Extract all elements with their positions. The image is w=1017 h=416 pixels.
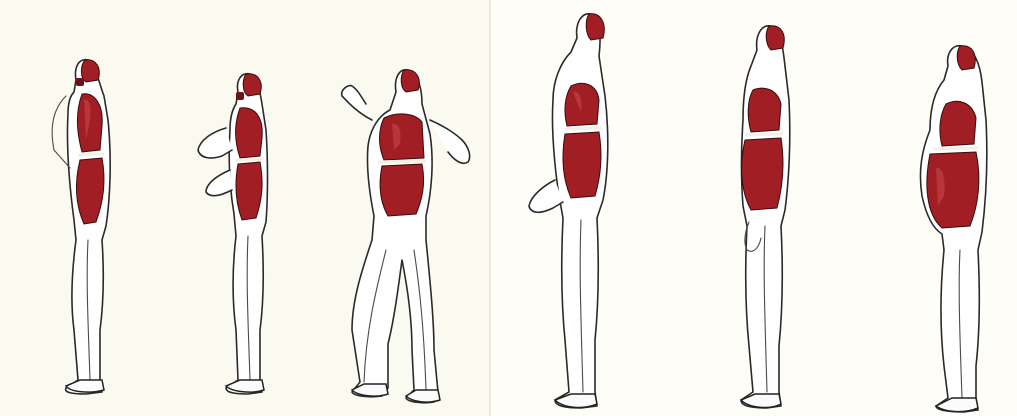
figure-3-hands-raised — [322, 0, 482, 416]
figure-5-upright — [715, 0, 825, 416]
figure-4-tall-stance — [525, 0, 635, 416]
figure-6-belly-out — [912, 0, 1017, 416]
figure-1-neutral — [30, 0, 140, 416]
panel-seam — [489, 0, 491, 416]
figure-2-arms-raised — [192, 0, 302, 416]
